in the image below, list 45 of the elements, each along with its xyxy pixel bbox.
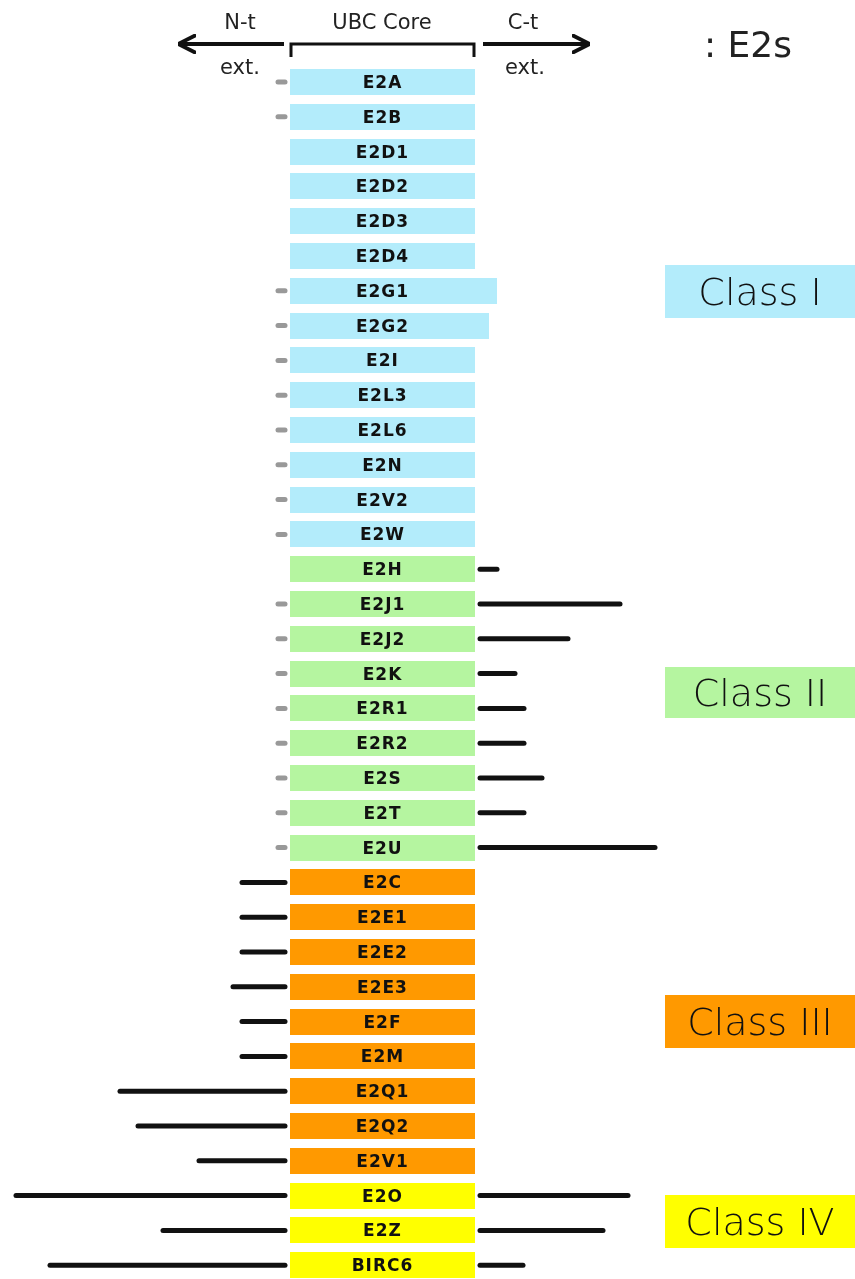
protein-bar: E2S	[290, 765, 475, 791]
axis-label: ext.	[220, 55, 260, 79]
axis-label: C-t	[507, 10, 539, 34]
protein-bar: E2A	[290, 69, 475, 95]
class-label: Class IV	[665, 1195, 855, 1248]
protein-bar: E2D1	[290, 138, 475, 165]
protein-bar: E2E3	[290, 973, 475, 1000]
class-label: Class II	[665, 667, 855, 718]
axis-label: ext.	[505, 55, 545, 79]
protein-bar: E2E1	[290, 904, 475, 931]
class-label: Class III	[665, 995, 855, 1048]
protein-bar: E2V2	[290, 486, 475, 513]
protein-bar: E2E2	[290, 939, 475, 965]
protein-bar: E2C	[290, 869, 475, 896]
protein-bar: E2U	[290, 834, 475, 861]
protein-bar: E2R2	[290, 730, 475, 757]
protein-bar: E2D4	[290, 243, 475, 269]
protein-bar: E2Q1	[290, 1078, 475, 1105]
protein-bar: E2L6	[290, 417, 475, 443]
protein-bar: E2G2	[290, 312, 489, 339]
class-label: Class I	[665, 265, 855, 318]
protein-bar: E2D2	[290, 173, 475, 200]
protein-bar: E2Q2	[290, 1113, 475, 1139]
protein-bar: E2J1	[290, 591, 475, 617]
protein-bar: E2L3	[290, 382, 475, 409]
protein-bar: E2W	[290, 521, 475, 548]
protein-bar: E2F	[290, 1008, 475, 1035]
protein-bar: E2Z	[290, 1217, 475, 1244]
protein-bar: E2T	[290, 799, 475, 826]
protein-bar: E2J2	[290, 625, 475, 652]
protein-bar: E2B	[290, 103, 475, 130]
protein-bar: E2D3	[290, 208, 475, 235]
protein-bar: E2I	[290, 347, 475, 374]
protein-bar: E2N	[290, 451, 475, 478]
axis-label: N-t	[224, 10, 256, 34]
axis-label: UBC Core	[332, 10, 432, 34]
protein-bar: E2M	[290, 1043, 475, 1070]
note-text: : E2s	[704, 23, 792, 65]
protein-bar: E2H	[290, 556, 475, 583]
protein-bar: BIRC6	[290, 1252, 475, 1279]
protein-bar: E2G1	[290, 277, 497, 304]
protein-bar: E2R1	[290, 695, 475, 722]
protein-bar: E2V1	[290, 1147, 475, 1174]
protein-bar: E2K	[290, 660, 475, 687]
protein-bar: E2O	[290, 1182, 475, 1209]
